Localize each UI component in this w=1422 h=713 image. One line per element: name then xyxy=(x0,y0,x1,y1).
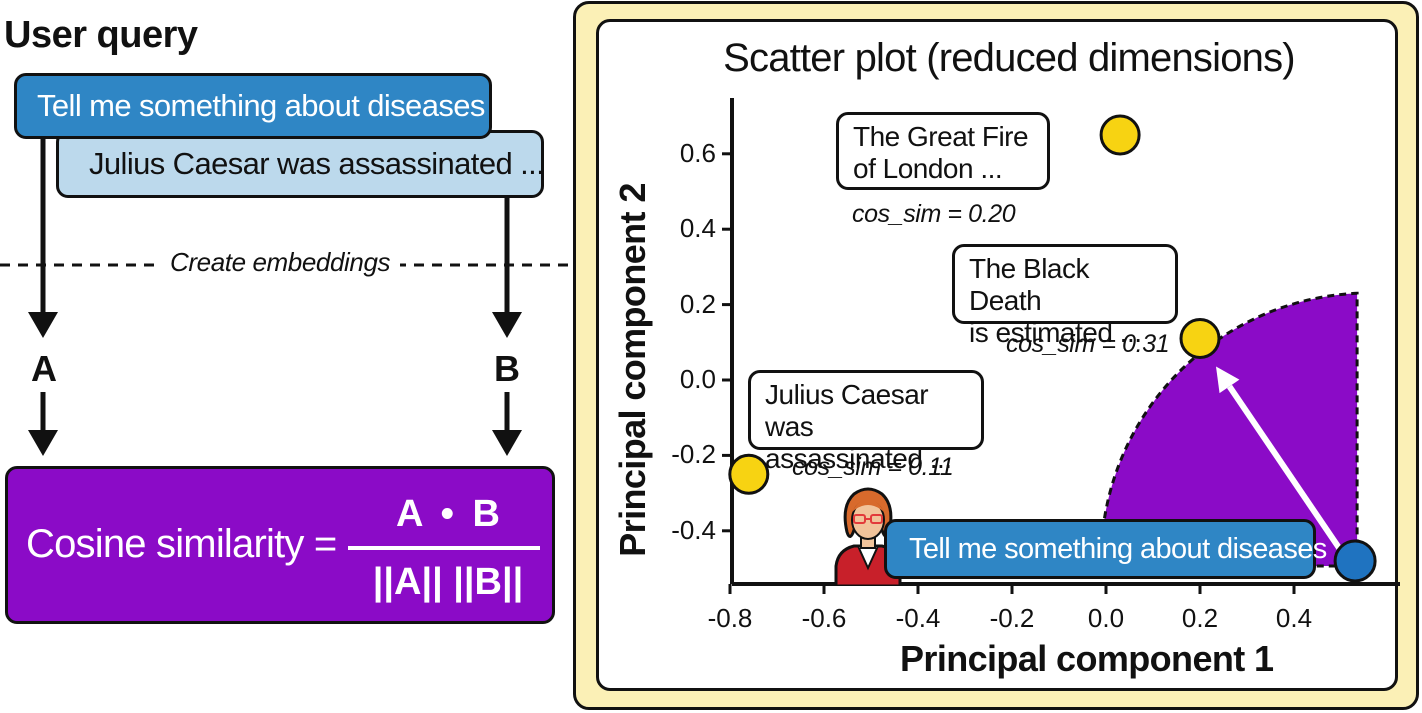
annotation-great-fire-line2: of London ... xyxy=(853,153,1003,184)
arrow-b-head xyxy=(492,312,522,338)
fraction-numerator: A • B xyxy=(396,493,500,535)
x-tick-label: 0.2 xyxy=(1181,603,1219,633)
fraction-denominator: ||A|| ||B|| xyxy=(372,561,524,603)
vector-a-label: A xyxy=(31,348,57,389)
data-point-1 xyxy=(1179,318,1221,360)
y-tick-label: -0.2 xyxy=(671,439,716,470)
annotation-great-fire: The Great Fire of London ... xyxy=(836,112,1050,190)
x-tick-label: 0.0 xyxy=(1087,603,1125,633)
vector-b-label: B xyxy=(494,348,520,389)
cos-sim-julius-caesar: cos_sim = 0.11 xyxy=(792,453,954,481)
y-tick-label: 0.0 xyxy=(679,364,716,394)
chart-title: Scatter plot (reduced dimensions) xyxy=(723,36,1295,80)
x-tick-label: -0.6 xyxy=(801,603,847,633)
left-flow-arrows xyxy=(0,138,570,456)
cosine-similarity-box: Cosine similarity = A • B ||A|| ||B|| xyxy=(5,466,555,624)
similarity-sector xyxy=(1099,291,1359,568)
cos-sim-great-fire: cos_sim = 0.20 xyxy=(852,200,1016,228)
query-box-secondary: Julius Caesar was assassinated ... xyxy=(56,130,545,198)
y-tick-label: 0.6 xyxy=(679,137,716,168)
axis-ticks xyxy=(722,152,1296,594)
annotation-julius-caesar-line2: assassinated ... xyxy=(765,443,952,474)
arrow-a2-head xyxy=(28,430,58,456)
query-arrow-shaft xyxy=(1226,384,1344,553)
data-point-0 xyxy=(1099,114,1141,156)
data-points xyxy=(728,114,1377,583)
x-tick-label: 0.4 xyxy=(1275,603,1313,633)
annotation-great-fire-line1: The Great Fire xyxy=(853,121,1029,152)
data-point-2 xyxy=(728,453,770,495)
x-axis-title: Principal component 1 xyxy=(900,638,1274,679)
annotation-black-death-line2: is estimated ... xyxy=(969,317,1142,348)
x-tick-label: -0.4 xyxy=(895,603,941,633)
arrow-b2-head xyxy=(492,430,522,456)
annotation-black-death-line1: The Black Death xyxy=(969,253,1090,316)
fraction-bar xyxy=(348,546,540,550)
query-point-label: Tell me something about diseases xyxy=(884,519,1327,579)
cosine-similarity-label: Cosine similarity = xyxy=(26,522,337,566)
x-tick-label: -0.8 xyxy=(707,603,753,633)
query-point xyxy=(1333,539,1377,583)
annotation-black-death: The Black Death is estimated ... xyxy=(952,244,1178,348)
query-arrow-head xyxy=(1216,366,1240,394)
y-tick-label: 0.4 xyxy=(679,213,716,244)
y-tick-label: 0.2 xyxy=(679,288,716,319)
query-box-primary: Tell me something about diseases xyxy=(14,73,492,139)
cos-sim-black-death: cos_sim = 0.31 xyxy=(1006,330,1170,358)
user-query-title: User query xyxy=(4,14,198,56)
x-tick-label: -0.2 xyxy=(989,603,1035,633)
annotation-julius-caesar-line1: Julius Caesar was xyxy=(765,379,929,442)
create-embeddings-label: Create embeddings xyxy=(160,247,401,278)
arrow-a-head xyxy=(28,312,58,338)
annotation-julius-caesar: Julius Caesar was assassinated ... xyxy=(748,370,984,474)
y-tick-label: -0.4 xyxy=(671,514,716,545)
